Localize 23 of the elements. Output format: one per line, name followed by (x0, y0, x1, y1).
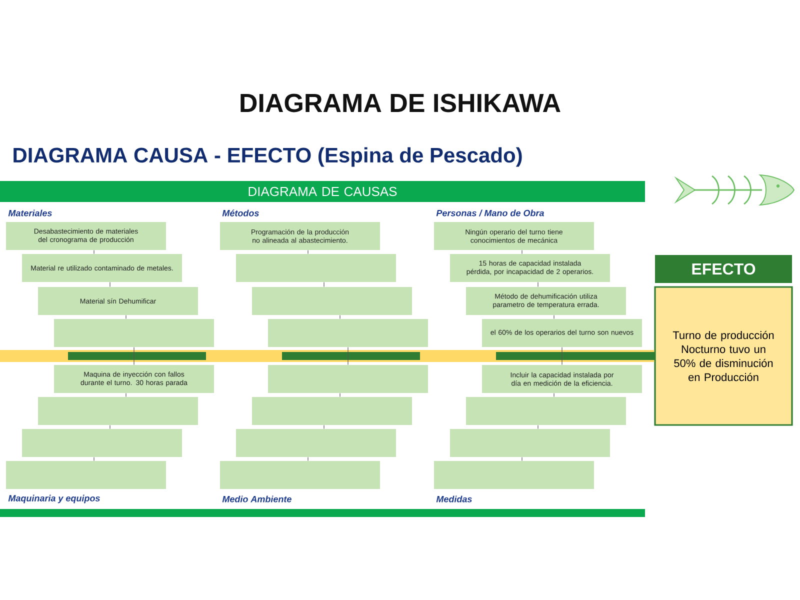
cause-box (466, 397, 626, 425)
cause-box (252, 397, 412, 425)
title: DIAGRAMA DE ISHIKAWA (240, 94, 560, 112)
cause-box (268, 365, 428, 393)
cause-box (220, 461, 380, 489)
effect-header: EFECTO (655, 255, 792, 283)
cause-box (236, 254, 396, 282)
category-label: Personas / Mano de Obra (436, 210, 544, 216)
cause-box (268, 319, 428, 347)
cause-box (434, 461, 594, 489)
cause-box (38, 397, 198, 425)
subtitle: DIAGRAMA CAUSA - EFECTO (Espina de Pescado) (14, 147, 522, 167)
category-label: Métodos (222, 210, 259, 216)
spine-band (0, 350, 654, 362)
header-band: DIAGRAMA DE CAUSAS (0, 181, 645, 202)
cause-box (6, 461, 166, 489)
cause-box (54, 319, 214, 347)
category-label: Materiales (8, 210, 52, 216)
effect-box: Turno de producción Nocturno tuvo un 50% de disminución en Producción (654, 286, 793, 426)
cause-box (236, 429, 396, 457)
cause-box (252, 287, 412, 315)
cause-box (22, 429, 182, 457)
cause-box (450, 429, 610, 457)
